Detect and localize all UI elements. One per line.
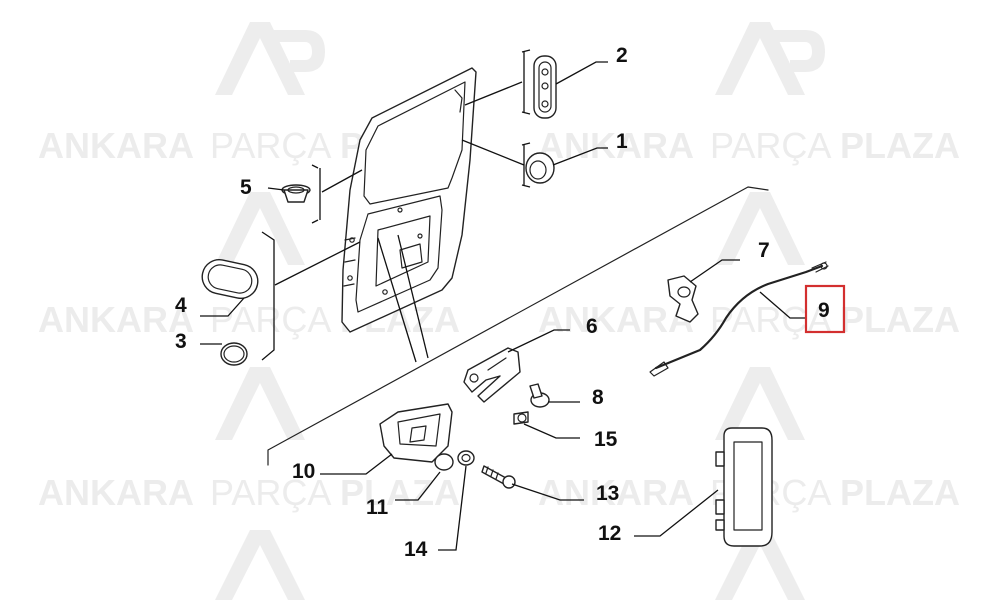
callout-10[interactable]: 10 <box>292 460 315 483</box>
callout-8[interactable]: 8 <box>592 386 604 409</box>
watermark-brand-prefix: ANKARA <box>538 472 694 513</box>
callout-3[interactable]: 3 <box>175 330 187 353</box>
part-rod-holder[interactable] <box>667 275 699 323</box>
watermark-brand-prefix: ANKARA <box>38 472 194 513</box>
leader-lines <box>261 49 531 363</box>
callout-11[interactable]: 11 <box>366 496 389 519</box>
part-small-ring[interactable] <box>434 453 454 471</box>
watermark-brand-middle: PARÇA <box>710 125 831 166</box>
door-panel[interactable] <box>341 67 477 333</box>
part-o-ring[interactable] <box>220 342 248 366</box>
part-inner-handle[interactable] <box>379 403 453 463</box>
watermark-text-row-2: ANKARA PARÇA PLAZA ANKARA PARÇA PLAZA <box>38 299 960 340</box>
callout-2[interactable]: 2 <box>616 44 628 67</box>
callout-14[interactable]: 14 <box>404 538 428 561</box>
watermark-brand-prefix: ANKARA <box>538 299 694 340</box>
watermark-brand-prefix: ANKARA <box>538 125 694 166</box>
part-screw[interactable] <box>481 465 516 489</box>
callout-1[interactable]: 1 <box>616 130 628 153</box>
callout-4[interactable]: 4 <box>175 294 187 317</box>
callout-9[interactable]: 9 <box>818 299 830 322</box>
part-small-clip[interactable] <box>513 411 529 425</box>
watermark-brand-suffix: PLAZA <box>840 472 960 513</box>
part-grommet[interactable] <box>525 152 555 184</box>
part-handle-bracket[interactable] <box>463 347 521 403</box>
callouts: 2 1 5 4 3 6 7 8 15 10 11 13 12 14 9 <box>175 44 846 561</box>
section-divider-line <box>267 186 769 466</box>
watermark-brand-middle: PARÇA <box>710 299 831 340</box>
part-outer-handle[interactable] <box>715 427 773 547</box>
part-clip[interactable] <box>281 184 311 203</box>
callout-leaders <box>200 61 806 551</box>
watermark-brand-suffix: PLAZA <box>340 472 460 513</box>
part-oval-plug[interactable] <box>199 257 261 302</box>
callout-6[interactable]: 6 <box>586 315 598 338</box>
watermark-brand-suffix: PLAZA <box>840 299 960 340</box>
part-push-clip[interactable] <box>529 383 550 408</box>
watermark-text-row-1: ANKARA PARÇA PLAZA ANKARA PARÇA PLAZA <box>38 125 960 166</box>
callout-12[interactable]: 12 <box>598 522 621 545</box>
part-control-cable[interactable] <box>649 261 829 377</box>
watermark-brand-middle: PARÇA <box>210 299 331 340</box>
watermark-brand-middle: PARÇA <box>210 125 331 166</box>
callout-13[interactable]: 13 <box>596 482 619 505</box>
callout-9-highlight-box <box>804 284 846 334</box>
watermark-logo <box>215 22 825 600</box>
callout-5[interactable]: 5 <box>240 176 252 199</box>
callout-15[interactable]: 15 <box>594 428 618 451</box>
watermark-brand-prefix: ANKARA <box>38 125 194 166</box>
watermark-brand-middle: PARÇA <box>210 472 331 513</box>
part-hinge-plate[interactable] <box>533 55 557 119</box>
part-nut[interactable] <box>457 450 475 466</box>
watermark-brand-suffix: PLAZA <box>840 125 960 166</box>
watermark-brand-prefix: ANKARA <box>38 299 194 340</box>
callout-7[interactable]: 7 <box>758 239 770 262</box>
